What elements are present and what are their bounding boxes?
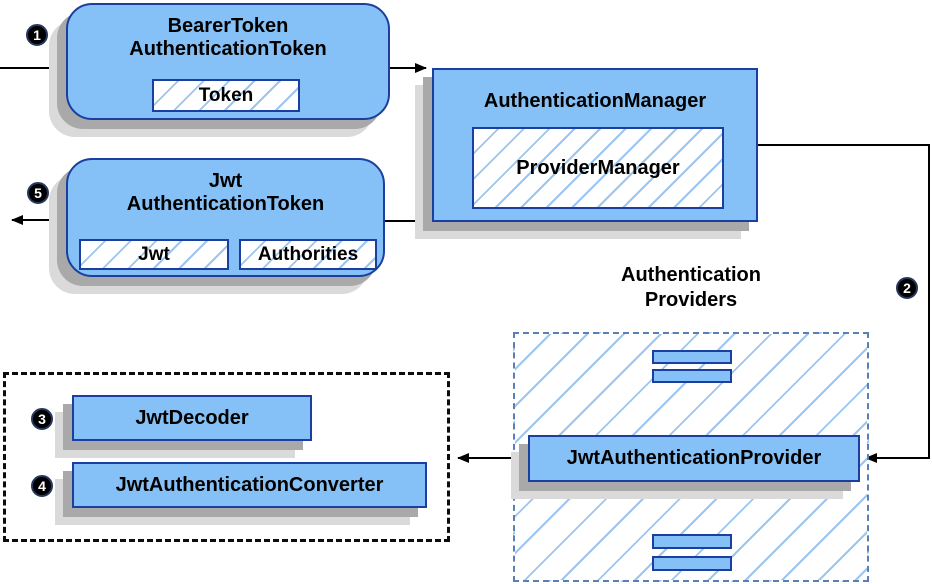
jwt-field-label: Jwt (138, 243, 170, 265)
jwt-authentication-provider-box: JwtAuthenticationProvider (528, 435, 860, 482)
authentication-manager-title: AuthenticationManager (483, 90, 707, 112)
authentication-providers-label: Authentication Providers (621, 264, 761, 311)
provider-slot-bar (652, 350, 732, 364)
step-badge-2: 2 (896, 277, 918, 299)
authorities-field: Authorities (239, 239, 377, 270)
jwt-token-box-title: Jwt AuthenticationToken (126, 170, 325, 215)
step-badge-3: 3 (31, 408, 53, 430)
jwt-authentication-converter-box: JwtAuthenticationConverter (72, 462, 427, 508)
step-badge-5: 5 (27, 182, 49, 204)
provider-slot-bar (652, 369, 732, 383)
jwt-authentication-token-box: Jwt AuthenticationToken Jwt Authorities (66, 158, 385, 277)
jwt-authentication-converter-label: JwtAuthenticationConverter (115, 473, 384, 496)
bearer-token-box-title: BearerToken AuthenticationToken (129, 15, 327, 60)
authentication-manager-box: AuthenticationManager ProviderManager (432, 68, 758, 222)
jwt-decoder-label: JwtDecoder (135, 406, 249, 429)
token-field-label: Token (198, 84, 254, 106)
step-badge-1: 1 (26, 24, 48, 46)
provider-manager-field: ProviderManager (472, 127, 724, 209)
provider-manager-label: ProviderManager (516, 156, 680, 179)
provider-slot-bar (652, 534, 732, 549)
decoders-container (3, 372, 450, 542)
step-badge-4: 4 (31, 475, 53, 497)
token-field: Token (152, 79, 300, 112)
jwt-field: Jwt (79, 239, 229, 270)
provider-slot-bar (652, 556, 732, 571)
authorities-field-label: Authorities (257, 243, 359, 265)
bearer-token-authentication-token-box: BearerToken AuthenticationToken Token (66, 3, 390, 120)
jwt-decoder-box: JwtDecoder (72, 395, 312, 441)
arrow-manager-to-jwt-provider (758, 144, 930, 463)
jwt-authentication-provider-label: JwtAuthenticationProvider (566, 447, 822, 469)
